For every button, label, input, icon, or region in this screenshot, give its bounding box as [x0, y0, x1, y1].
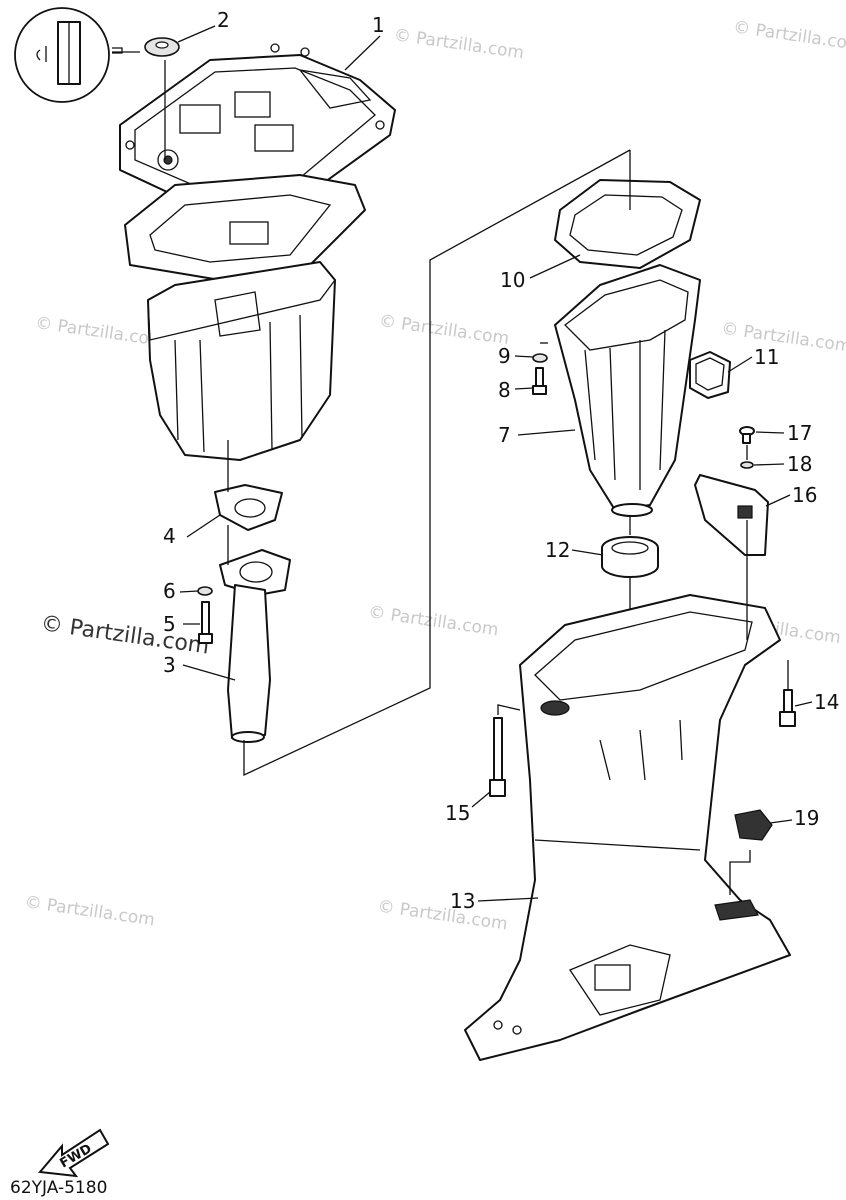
part-16-plate: [694, 474, 769, 556]
part-19-anode: [734, 809, 773, 841]
callout-18: 18: [787, 452, 812, 476]
callout-17: 17: [787, 421, 812, 445]
watermark-prominent: © Partzilla.com: [39, 611, 211, 659]
callout-1: 1: [372, 13, 385, 37]
part-12-seal: [601, 536, 659, 578]
part-17-bolt: [739, 426, 755, 444]
part-7-exhaust-guide: [554, 264, 701, 517]
callout-3: 3: [163, 653, 176, 677]
part-14-bolt: [779, 689, 796, 727]
upper-gasket: [124, 174, 366, 281]
watermark: © Partzilla.com: [393, 25, 526, 63]
part-18-washer: [740, 461, 754, 469]
watermark: © Partzilla.com: [376, 896, 509, 934]
watermark: © Partzilla.com: [732, 17, 846, 55]
part-8-bolt: [532, 367, 547, 395]
part-15-bolt: [489, 717, 506, 797]
part-11-seal: [689, 351, 731, 399]
detail-inset: [14, 7, 140, 103]
callout-4: 4: [163, 524, 176, 548]
watermark: © Partzilla.com: [39, 611, 211, 659]
callout-19: 19: [794, 806, 819, 830]
callout-11: 11: [754, 345, 779, 369]
guide-lines-right: [497, 150, 789, 895]
part-9-washer: [532, 353, 548, 363]
callout-8: 8: [498, 378, 511, 402]
part-6-washer: [197, 586, 213, 596]
watermark: © Partzilla.com: [34, 313, 167, 351]
callout-12: 12: [545, 538, 570, 562]
callout-15: 15: [445, 801, 470, 825]
callout-5: 5: [163, 612, 176, 636]
part-13-lower-casing: [464, 594, 791, 1061]
leader-lines: [177, 25, 813, 902]
watermark: © Partzilla.com: [378, 311, 511, 349]
watermark: © Partzilla.com: [367, 602, 500, 640]
callout-16: 16: [792, 483, 817, 507]
callout-2: 2: [217, 8, 230, 32]
part-3-exhaust-pipe: [219, 549, 291, 743]
part-5-bolt: [198, 601, 213, 644]
watermark: © Partzilla.com: [23, 892, 156, 930]
callout-6: 6: [163, 579, 176, 603]
fwd-arrow: FWD: [38, 1128, 110, 1178]
guide-lines-left: [164, 60, 631, 777]
callout-13: 13: [450, 889, 475, 913]
callout-10: 10: [500, 268, 525, 292]
upper-casing: [147, 261, 336, 461]
callout-7: 7: [498, 423, 511, 447]
callout-9: 9: [498, 344, 511, 368]
drawing-code: 62YJA-5180: [10, 1178, 107, 1198]
callout-14: 14: [814, 690, 839, 714]
watermark: © Partzilla.com: [720, 319, 846, 357]
callout-labels: 1 2 4 6 5 3 10 9 8 7 11 17 18 16 12 14 1…: [163, 8, 839, 913]
part-4-gasket: [214, 484, 283, 531]
part-10-gasket: [554, 179, 701, 269]
part-1-upper-plate: [119, 43, 396, 206]
part-2-washer: [144, 37, 180, 57]
